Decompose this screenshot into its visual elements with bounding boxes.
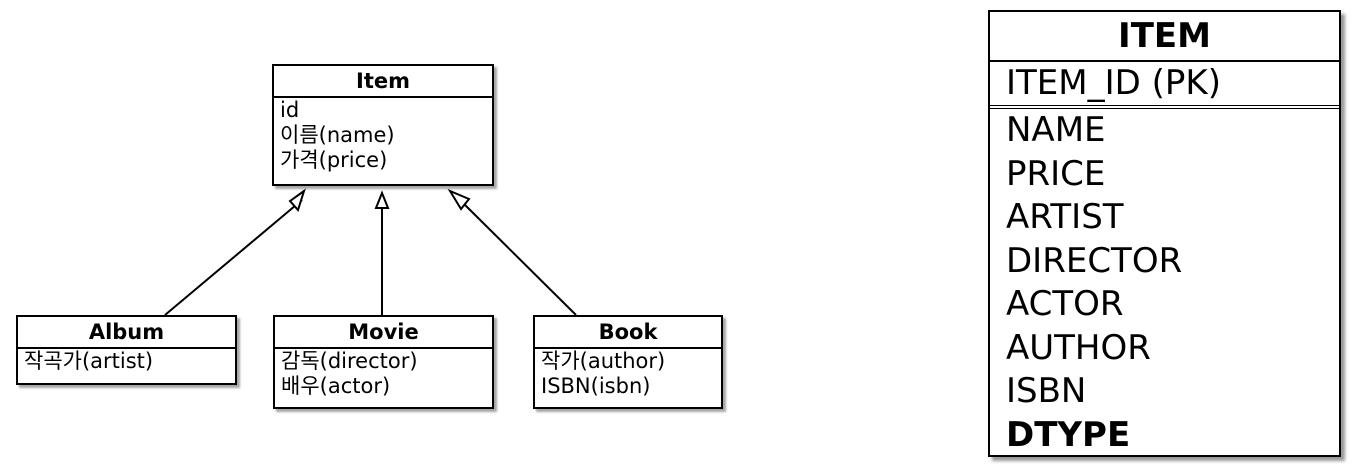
uml-class-name: Movie [275,317,492,349]
uml-attribute-list: id 이름(name) 가격(price) [274,98,492,173]
uml-attribute: ISBN(isbn) [541,374,651,398]
uml-attribute: 감독(director) [281,349,418,373]
erd-column: DIRECTOR [1006,240,1183,281]
uml-attribute-list: 작곡가(artist) [18,349,235,374]
uml-attribute: 작가(author) [541,349,666,373]
uml-attribute: 작곡가(artist) [24,349,154,373]
erd-column: ACTOR [1006,284,1124,324]
erd-primary-key: ITEM_ID (PK) [990,62,1339,109]
erd-discriminator-column: DTYPE [1006,414,1131,455]
book-generalization-line [462,202,577,316]
uml-class-album: Album 작곡가(artist) [16,315,237,385]
erd-table-name: ITEM [990,12,1339,62]
erd-table-item: ITEM ITEM_ID (PK) NAME PRICE ARTIST DIRE… [988,10,1341,457]
book-arrowhead [447,188,471,211]
erd-column: PRICE [1006,153,1106,194]
album-arrowhead [288,188,306,212]
uml-attribute-list: 작가(author) ISBN(isbn) [535,349,721,399]
uml-class-name: Book [535,317,721,349]
uml-class-book: Book 작가(author) ISBN(isbn) [533,315,723,409]
uml-attribute: id [280,98,300,122]
uml-attribute-list: 감독(director) 배우(actor) [275,349,492,399]
uml-attribute: 이름(name) [280,123,395,147]
uml-class-name: Item [274,66,492,98]
erd-column-list: NAME PRICE ARTIST DIRECTOR ACTOR AUTHOR … [990,109,1339,457]
uml-attribute: 배우(actor) [281,374,391,398]
uml-class-name: Album [18,317,235,349]
uml-class-movie: Movie 감독(director) 배우(actor) [273,315,494,409]
erd-column: NAME [1006,110,1106,150]
erd-column: ISBN [1006,371,1087,411]
uml-class-item: Item id 이름(name) 가격(price) [272,64,494,186]
movie-arrowhead [374,190,390,209]
album-generalization-line [164,199,303,316]
erd-column: ARTIST [1006,197,1124,237]
uml-attribute: 가격(price) [280,148,388,172]
erd-column: AUTHOR [1006,327,1151,368]
